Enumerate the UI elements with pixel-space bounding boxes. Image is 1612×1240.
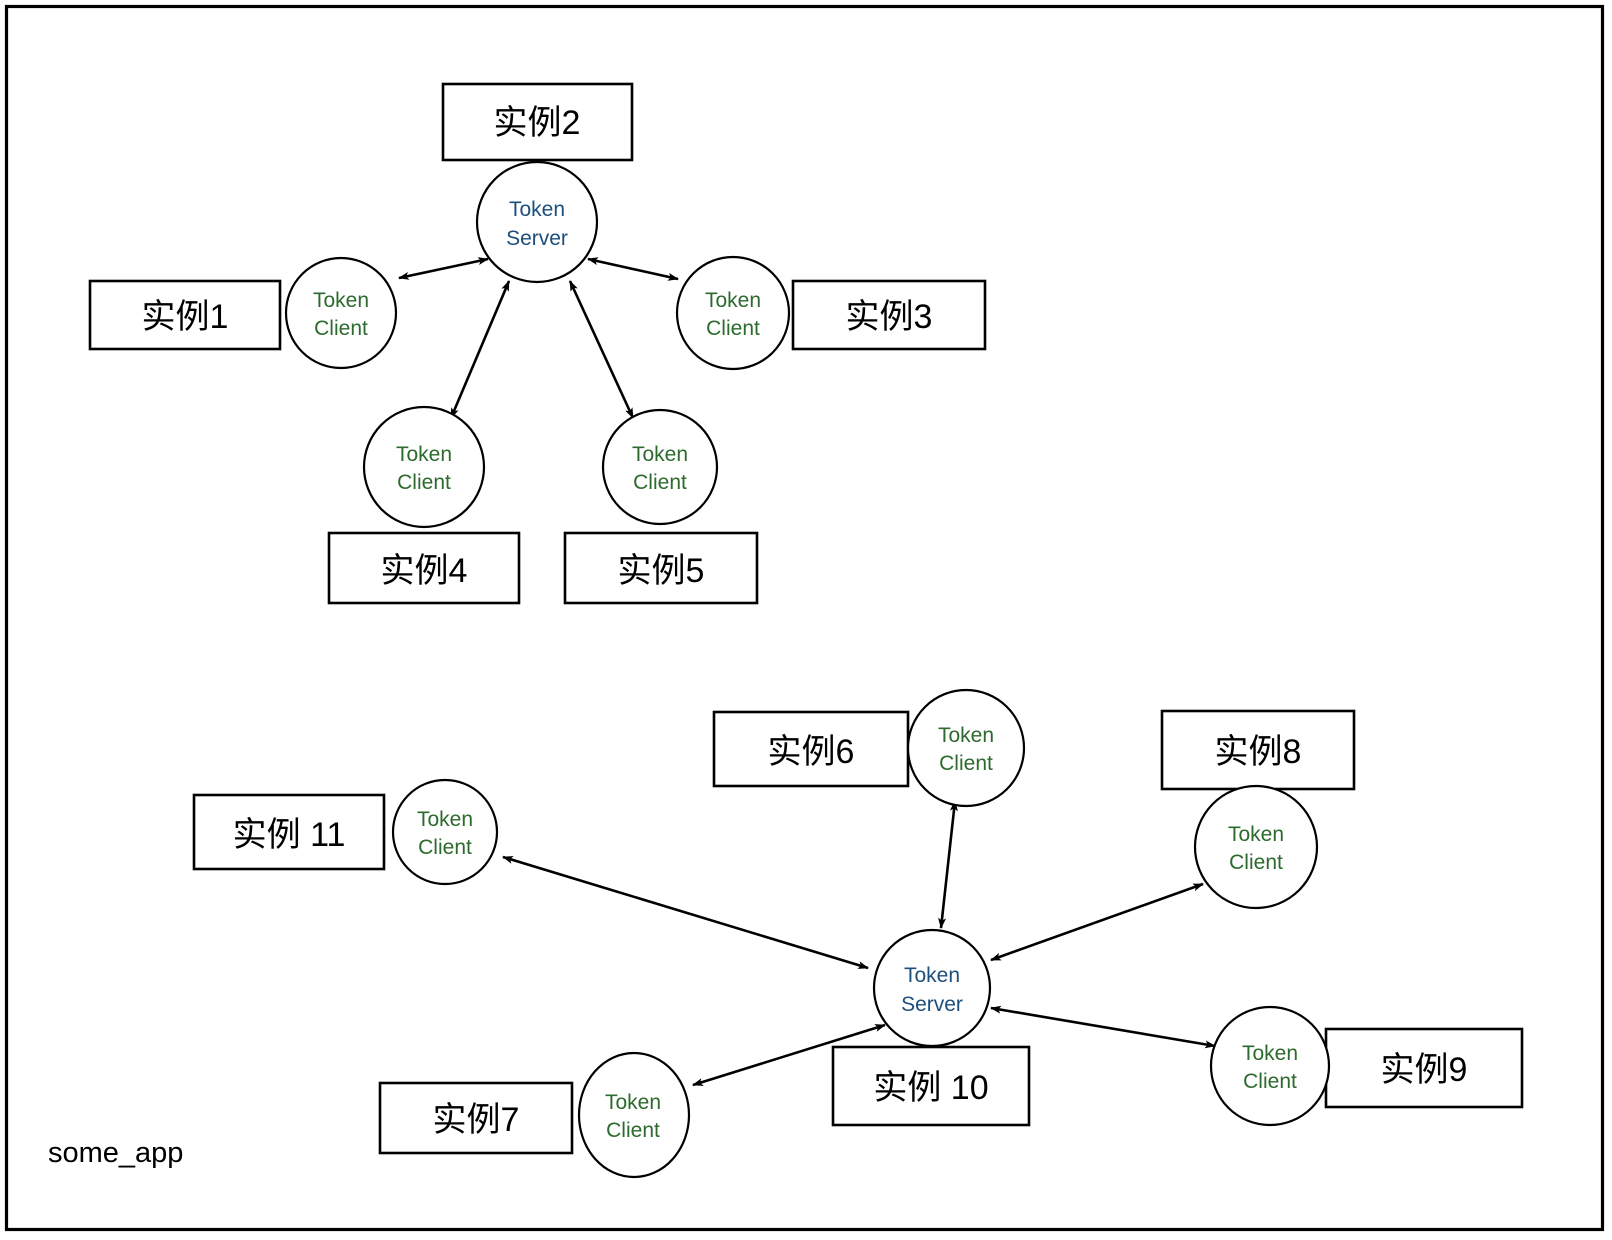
instance-box-10[interactable] (831, 1045, 1031, 1127)
edge-client8-server-bottom (990, 882, 1204, 962)
token-client-label-6-line1: Token (938, 724, 994, 747)
token-server-label-top-line2: Server (506, 227, 568, 250)
token-client-label-1-line1: Token (313, 289, 369, 312)
token-client-circle-4[interactable] (362, 405, 486, 529)
instance-label-10: 实例 10 (873, 1069, 988, 1107)
token-server-label-bottom-line2: Server (901, 993, 963, 1016)
instance-label-7: 实例7 (433, 1101, 520, 1139)
token-client-label-4-line2: Client (397, 471, 451, 494)
token-client-label-7-line1: Token (605, 1091, 661, 1114)
token-server-label-top-line1: Token (509, 198, 565, 221)
cluster-bottom-edges (502, 800, 1216, 1087)
instance-box-6[interactable] (712, 710, 910, 788)
token-client-label-4-line1: Token (396, 443, 452, 466)
token-client-circle-8[interactable] (1193, 784, 1319, 910)
token-server-circle-bottom[interactable] (872, 928, 992, 1048)
token-client-label-8-line2: Client (1229, 851, 1283, 874)
edge-client1-server-top (398, 257, 489, 280)
instance-label-4: 实例4 (381, 552, 468, 590)
instance-label-6: 实例6 (768, 733, 855, 771)
edge-client11-server-bottom (502, 855, 869, 970)
token-client-label-9-line2: Client (1243, 1070, 1297, 1093)
cluster-top-edges (398, 257, 679, 419)
instance-box-7[interactable] (378, 1081, 574, 1155)
instance-label-11: 实例 11 (233, 816, 346, 854)
app-name-label: some_app (48, 1137, 183, 1169)
token-client-circle-1[interactable] (284, 256, 398, 370)
instance-box-4[interactable] (327, 531, 521, 605)
edge-client6-server-bottom (938, 800, 958, 929)
token-client-label-11-line1: Token (417, 808, 473, 831)
app-frame (4, 4, 1605, 1232)
token-client-label-3-line2: Client (706, 317, 760, 340)
instance-label-8: 实例8 (1215, 733, 1302, 771)
token-client-label-6-line2: Client (939, 752, 993, 775)
edge-client5-server-top (568, 280, 635, 419)
edge-client3-server-top (587, 257, 679, 281)
token-client-circle-11[interactable] (391, 778, 499, 886)
edge-client9-server-bottom (990, 1005, 1216, 1049)
token-client-label-7-line2: Client (606, 1119, 660, 1142)
token-client-label-3-line1: Token (705, 289, 761, 312)
token-client-label-9-line1: Token (1242, 1042, 1298, 1065)
token-client-label-8-line1: Token (1228, 823, 1284, 846)
token-client-label-5-line2: Client (633, 471, 687, 494)
token-client-circle-6[interactable] (906, 688, 1026, 808)
instance-box-11[interactable] (192, 793, 386, 871)
token-server-circle-top[interactable] (475, 160, 599, 284)
instance-label-1: 实例1 (142, 298, 229, 336)
instance-box-2[interactable] (441, 82, 634, 162)
instance-label-5: 实例5 (618, 552, 705, 590)
instance-box-3[interactable] (791, 279, 987, 351)
token-client-label-5-line1: Token (632, 443, 688, 466)
instance-box-1[interactable] (88, 279, 282, 351)
instance-label-2: 实例2 (494, 104, 581, 142)
token-client-circle-5[interactable] (601, 408, 719, 526)
instance-label-3: 实例3 (846, 298, 933, 336)
edge-client4-server-top (449, 280, 511, 419)
token-server-label-bottom-line1: Token (904, 964, 960, 987)
instance-box-5[interactable] (563, 531, 759, 605)
token-client-label-1-line2: Client (314, 317, 368, 340)
instance-label-9: 实例9 (1381, 1051, 1468, 1089)
token-client-circle-3[interactable] (675, 255, 791, 371)
token-client-circle-9[interactable] (1209, 1005, 1331, 1127)
edge-client7-server-bottom (692, 1023, 886, 1087)
token-client-label-11-line2: Client (418, 836, 472, 859)
instance-box-9[interactable] (1324, 1027, 1524, 1109)
token-client-circle-7[interactable] (577, 1051, 691, 1179)
